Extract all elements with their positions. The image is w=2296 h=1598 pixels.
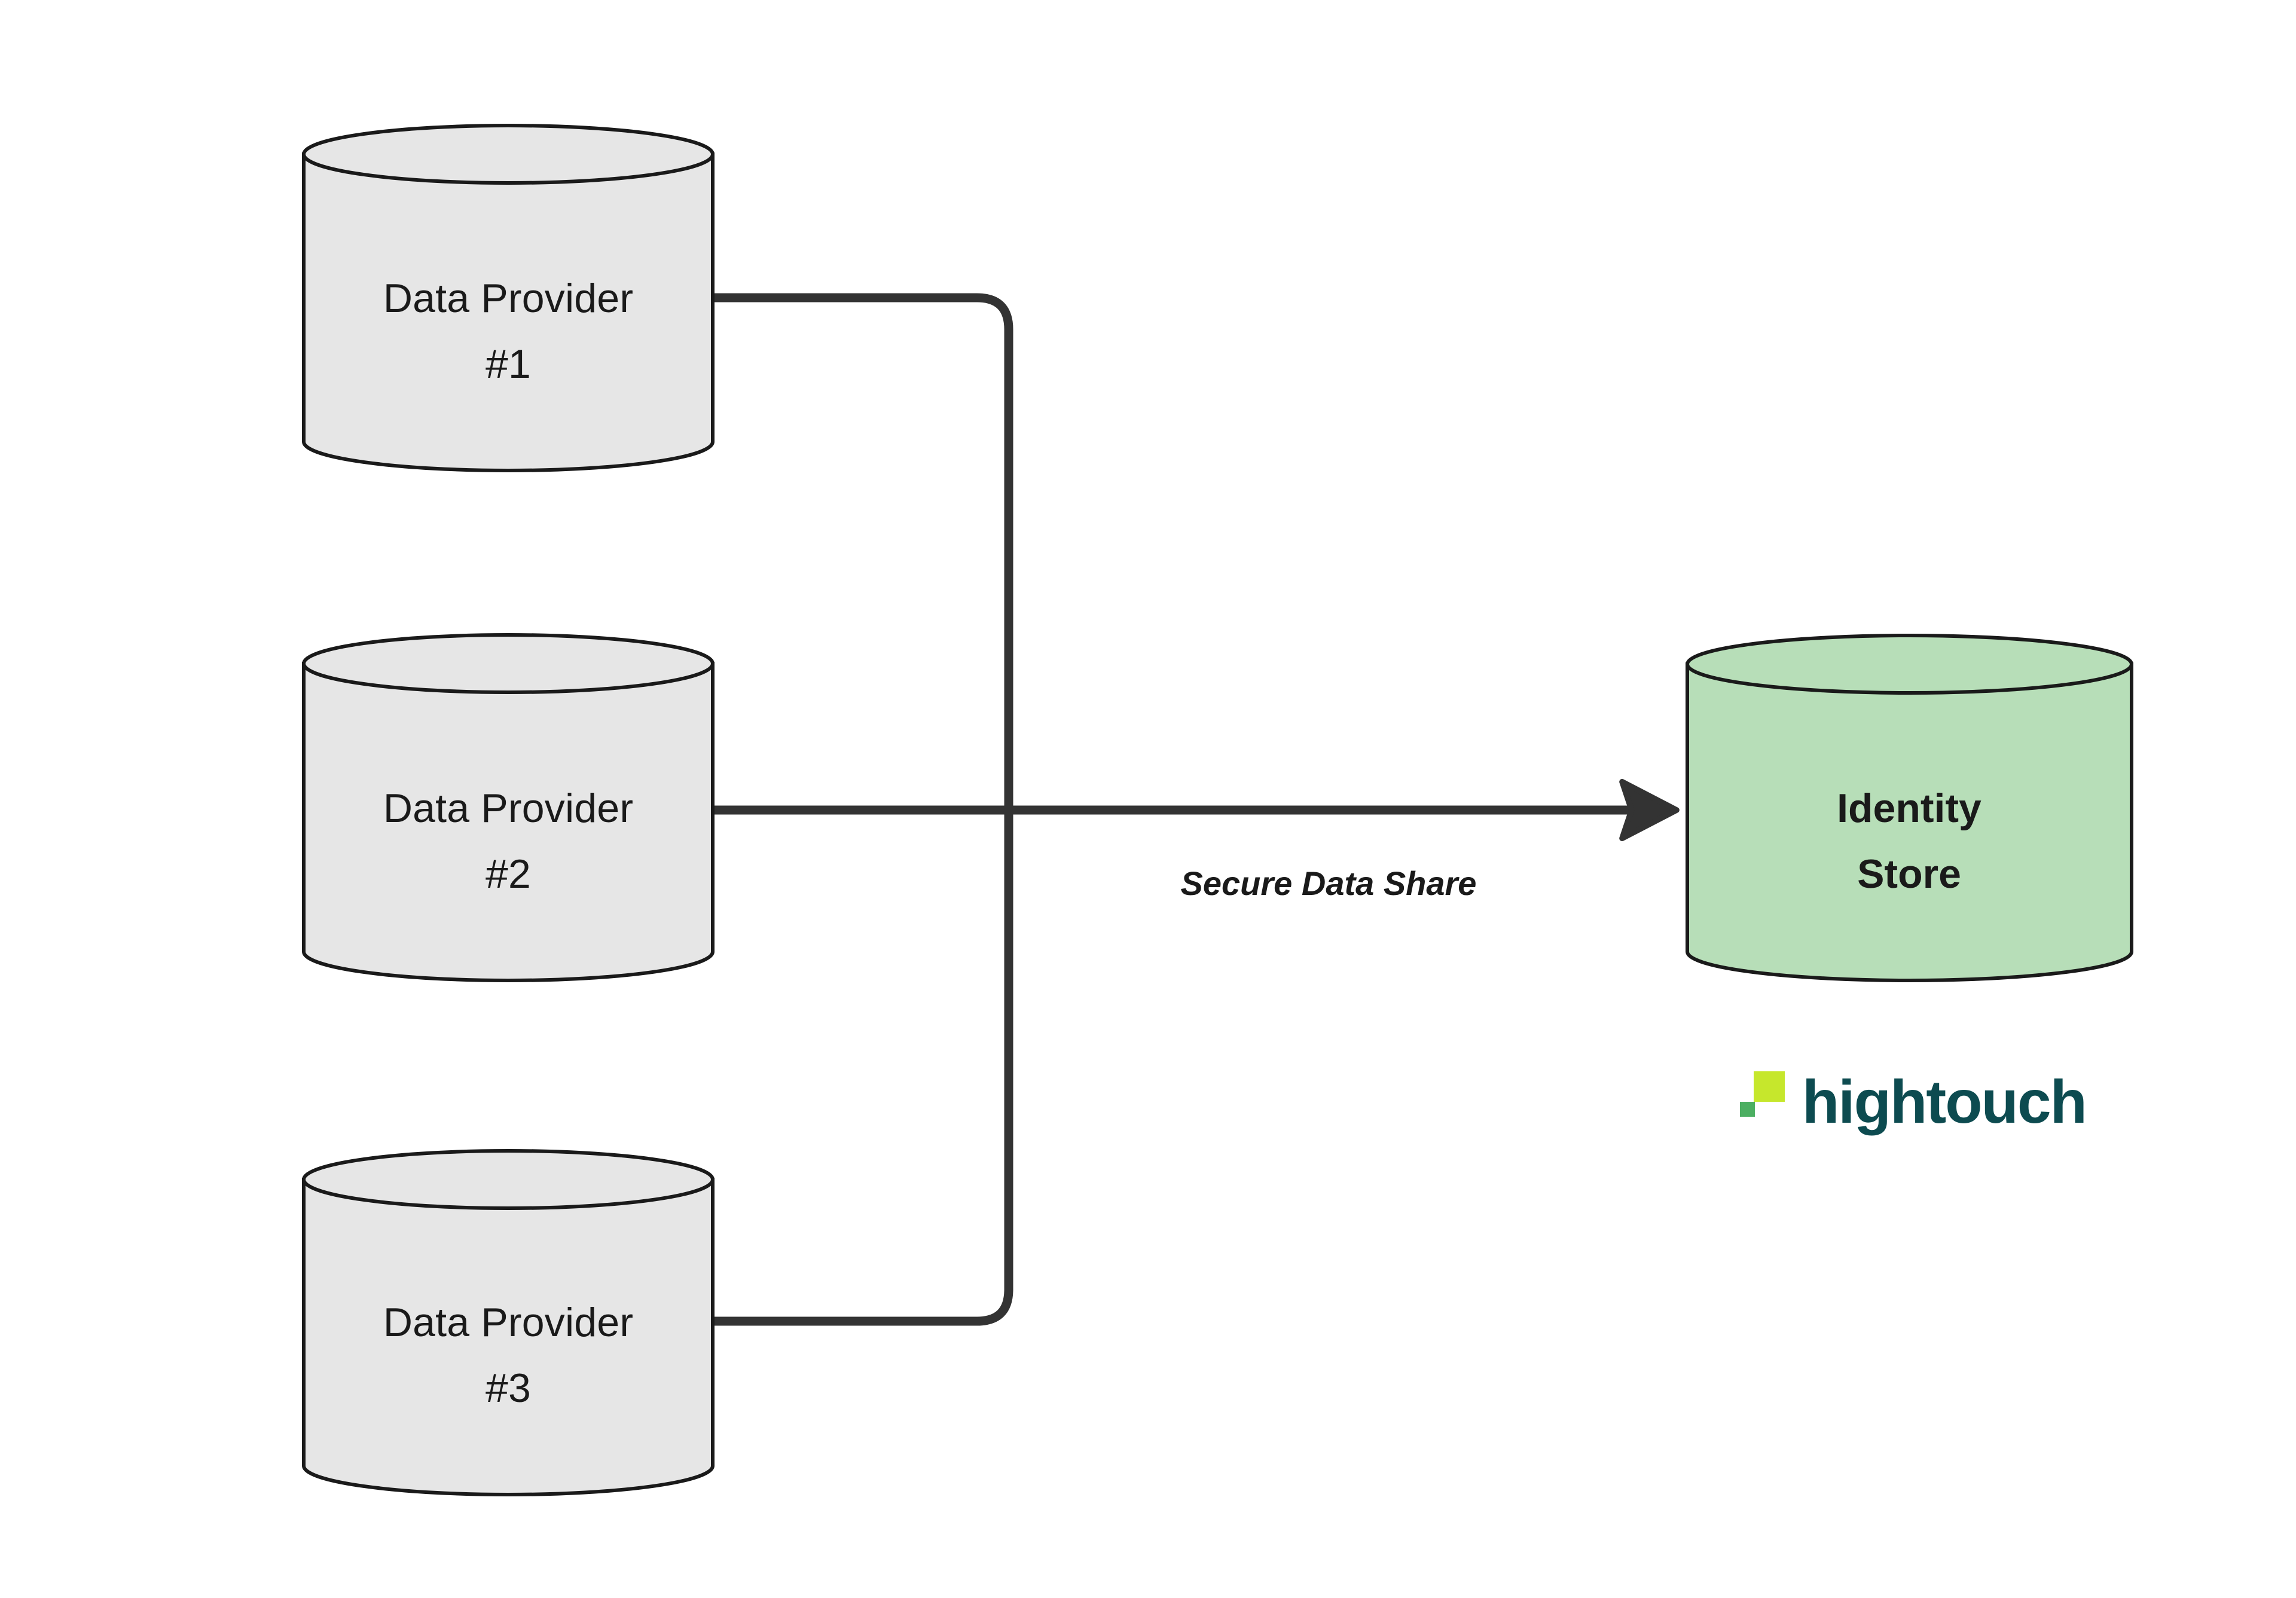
node-identity-store[interactable]: Identity Store [1686,634,2133,982]
logo-square-large-icon [1754,1071,1785,1102]
data-provider-1-label-line1: Data Provider [383,276,633,321]
logo-square-small-icon [1740,1102,1755,1117]
cylinder-top [302,1149,715,1210]
cylinder-top [302,633,715,694]
node-data-provider-3[interactable]: Data Provider #3 [302,1149,715,1496]
node-data-provider-2[interactable]: Data Provider #2 [302,633,715,982]
hightouch-wordmark: hightouch [1802,1068,2086,1136]
cylinder-body [302,152,715,472]
identity-store-label-line1: Identity [1837,786,1981,831]
cylinder-body [302,662,715,982]
connector-group [713,293,1680,1326]
data-provider-1-label-line2: #1 [486,341,531,387]
data-provider-2-label-line2: #2 [486,851,531,897]
identity-store-label-line2: Store [1857,851,1961,897]
cylinder-top [302,124,715,185]
edge-provider3-to-bus [713,810,1013,1326]
cylinder-top [1686,634,2133,695]
cylinder-body [1686,662,2133,982]
data-provider-2-label-line1: Data Provider [383,786,633,831]
data-provider-3-label-line2: #3 [486,1365,531,1411]
edge-provider1-to-bus [713,293,1013,810]
node-data-provider-1[interactable]: Data Provider #1 [302,124,715,472]
cylinder-body [302,1178,715,1496]
data-provider-3-label-line1: Data Provider [383,1300,633,1345]
edge-label-secure-data-share: Secure Data Share [1181,864,1477,902]
hightouch-logo[interactable]: hightouch [1740,1068,2087,1136]
